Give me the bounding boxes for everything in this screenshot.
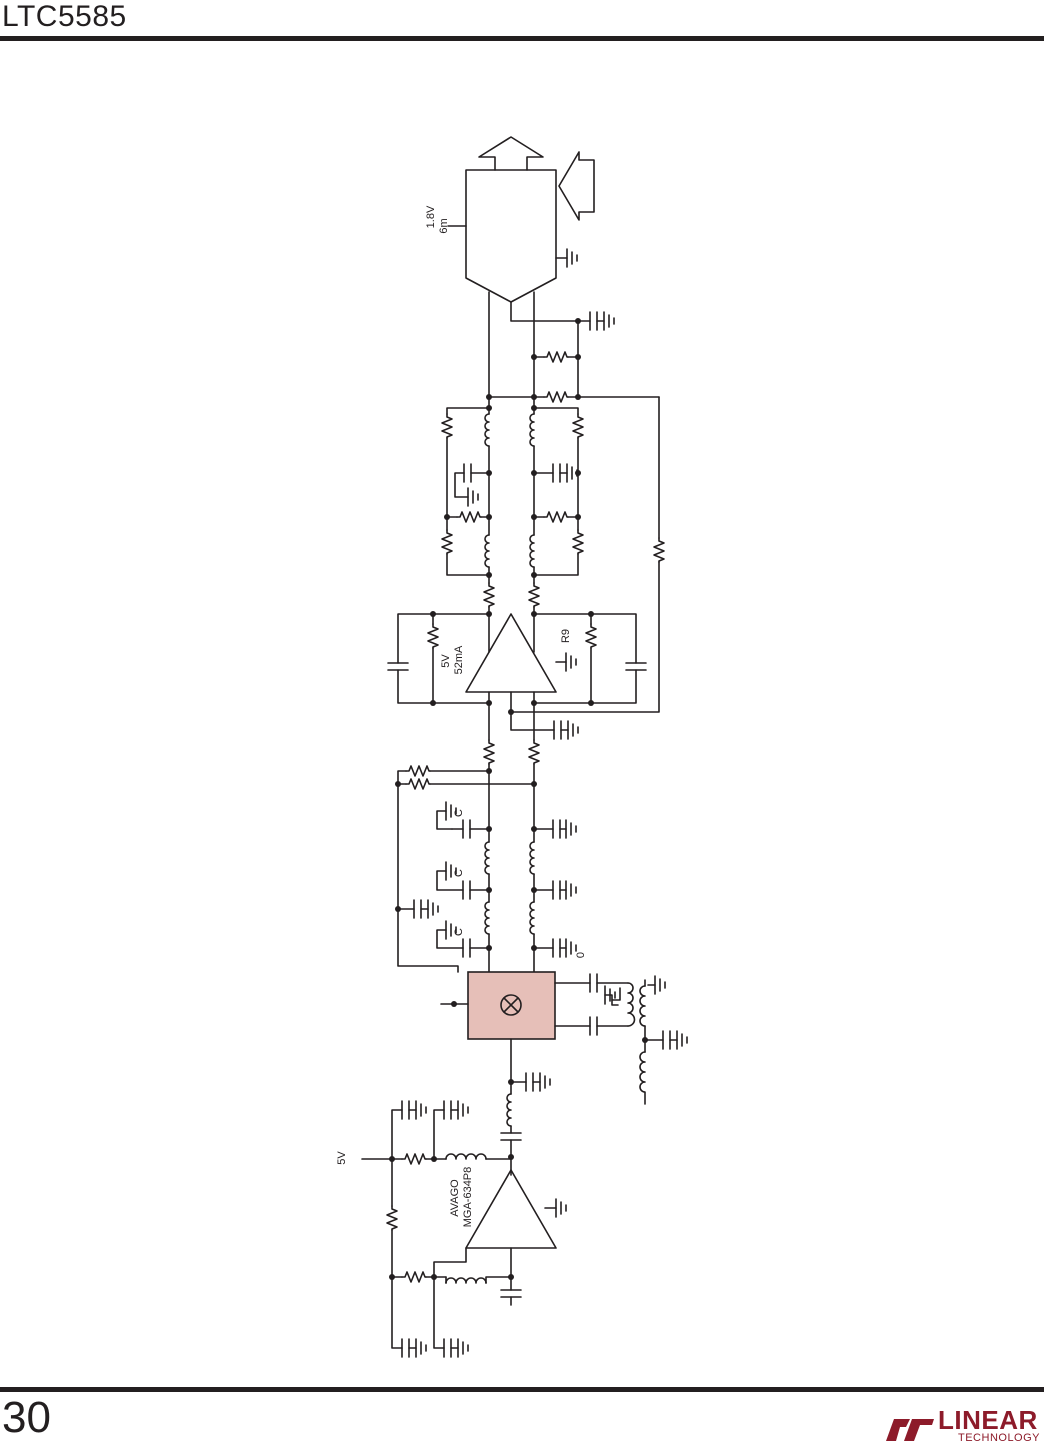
mixer-block: [468, 972, 555, 1039]
adc-current-label: 6m: [438, 218, 450, 233]
adc-supply-label: 1.8V: [425, 205, 437, 228]
logo-subtitle: TECHNOLOGY: [958, 1432, 1040, 1444]
lna-vendor-label: AVAGO: [449, 1179, 461, 1217]
lna-supply-label: 5V: [336, 1151, 348, 1165]
footer-rule: [0, 1387, 1044, 1392]
driver-supply-label: 5V: [440, 654, 452, 668]
clock-input-arrow: [559, 152, 594, 220]
filter-cap-3-label: C: [453, 928, 465, 936]
filter-cap-2-label: C: [453, 869, 465, 877]
lna-part-label: MGA-634P8: [462, 1167, 474, 1228]
lt-logo-icon: [880, 1407, 936, 1447]
page-number: 30: [2, 1393, 51, 1443]
filter-cap-1-label: C: [453, 809, 465, 817]
driver-resistor-label: R9: [560, 629, 572, 643]
logo-wordmark: LINEAR: [938, 1407, 1038, 1433]
lna-amplifier: AVAGO MGA-634P8: [449, 1167, 566, 1248]
output-bus-arrow: [479, 137, 543, 170]
linear-technology-logo: LINEAR TECHNOLOGY: [880, 1407, 1044, 1447]
lo-label: 0: [575, 952, 587, 958]
driver-current-label: 52mA: [453, 645, 465, 674]
adc-block: 1.8V 6m: [425, 137, 594, 302]
adc-driver-amplifier: 5V 52mA: [440, 614, 576, 692]
